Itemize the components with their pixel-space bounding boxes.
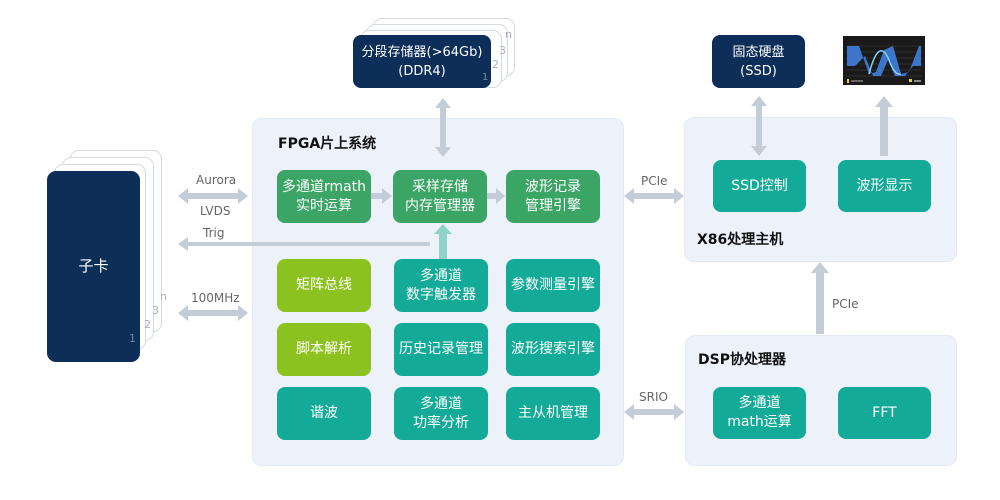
ssd-label: 固态硬盘 (SSD) — [732, 44, 785, 79]
segmented-memory-ddr4: 分段存储器(>64Gb) (DDR4) — [353, 35, 491, 88]
aurora-lvds-arrow — [178, 188, 248, 204]
x86-title: X86处理主机 — [697, 232, 784, 248]
fpga-block-harmonic: 谐波 — [277, 387, 371, 440]
dsp-block-fft: FFT — [838, 387, 931, 439]
daughter-card-num-n: n — [160, 290, 167, 303]
label-pcie-dsp-x86: PCIe — [832, 297, 859, 311]
ssd-control-arrow — [751, 96, 767, 156]
fpga-block-parameter-measure: 参数测量引擎 — [506, 259, 600, 312]
clock-100mhz-arrow — [178, 305, 248, 321]
daughter-card-num-3: 3 — [152, 304, 159, 317]
label-aurora: Aurora — [196, 173, 237, 187]
label-srio: SRIO — [639, 390, 668, 404]
label-100mhz: 100MHz — [191, 291, 240, 305]
fpga-block-waveform-record-engine: 波形记录 管理引擎 — [506, 170, 600, 223]
ssd-storage: 固态硬盘 (SSD) — [712, 35, 805, 88]
memory-num-3: 3 — [499, 44, 506, 57]
fpga-x86-pcie-arrow — [624, 188, 684, 204]
fpga-dsp-srio-arrow — [624, 404, 684, 420]
daughter-card-num-2: 2 — [144, 318, 151, 331]
fpga-block-master-slave: 主从机管理 — [506, 387, 600, 440]
fpga-block-digital-trigger: 多通道 数字触发器 — [394, 259, 488, 312]
memory-label: 分段存储器(>64Gb) (DDR4) — [361, 44, 483, 79]
memory-fpga-arrow — [435, 98, 451, 157]
daughter-card-label: 子卡 — [78, 257, 109, 275]
x86-block-waveform-display: 波形显示 — [838, 160, 931, 212]
x86-block-ssd-control: SSD控制 — [713, 160, 806, 212]
label-trig: Trig — [203, 226, 225, 240]
waveform-screen-graphic — [843, 36, 925, 85]
fpga-block-script-parse: 脚本解析 — [277, 323, 371, 376]
display-to-screen-arrow — [875, 96, 893, 156]
fpga-block-power-analysis: 多通道 功率分析 — [394, 387, 488, 440]
dsp-x86-pcie-arrow — [811, 262, 829, 334]
fpga-block-rmath: 多通道rmath 实时运算 — [277, 170, 371, 223]
memory-num-1: 1 — [482, 72, 489, 83]
memory-num-2: 2 — [492, 58, 499, 71]
waveform-screen-icon — [843, 36, 925, 85]
dsp-block-math: 多通道 math运算 — [713, 387, 806, 439]
dsp-title: DSP协处理器 — [698, 352, 786, 368]
fpga-block-waveform-search: 波形搜索引擎 — [506, 323, 600, 376]
memory-num-n: n — [505, 28, 512, 41]
label-lvds: LVDS — [200, 204, 231, 218]
daughter-card: 子卡 — [47, 171, 140, 362]
label-pcie-fpga-x86: PCIe — [641, 174, 668, 188]
fpga-block-history-manage: 历史记录管理 — [394, 323, 488, 376]
trig-arrow — [178, 237, 430, 251]
trigger-to-memory-arrow — [434, 224, 452, 259]
fpga-title: FPGA片上系统 — [278, 136, 377, 152]
fpga-block-sample-memory-manager: 采样存储 内存管理器 — [393, 170, 487, 223]
daughter-card-num-1: 1 — [129, 332, 136, 345]
fpga-block-matrix-bus: 矩阵总线 — [277, 259, 371, 312]
rmath-to-memory-arrow — [371, 188, 392, 204]
memory-to-record-arrow — [487, 188, 505, 204]
